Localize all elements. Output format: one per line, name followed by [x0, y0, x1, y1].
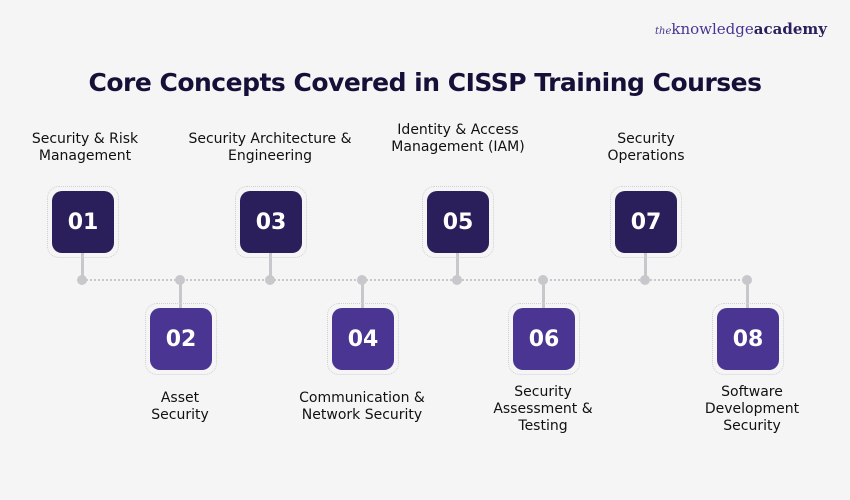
step-number-02: 02 — [150, 308, 212, 370]
timeline-dot — [452, 275, 462, 285]
timeline-dot — [265, 275, 275, 285]
step-label-02: Asset Security — [90, 390, 270, 424]
timeline-dot — [742, 275, 752, 285]
box-frame — [47, 186, 119, 258]
step-label-02-text: Asset Security — [151, 390, 209, 423]
connector — [542, 279, 545, 309]
step-number-01: 01 — [52, 191, 114, 253]
step-number-08: 08 — [717, 308, 779, 370]
page-title: Core Concepts Covered in CISSP Training … — [88, 68, 762, 97]
connector — [644, 253, 647, 279]
step-label-07: Security Operations — [607, 131, 685, 164]
connector — [456, 253, 459, 279]
box-frame — [610, 186, 682, 258]
timeline-dot — [175, 275, 185, 285]
logo-main: knowledge — [671, 20, 754, 38]
step-label-04: Communication & Network Security — [299, 390, 425, 423]
connector — [179, 279, 182, 309]
box-frame — [422, 186, 494, 258]
timeline-dot — [357, 275, 367, 285]
step-label-03: Security Architecture & Engineering — [188, 131, 352, 164]
step-label-08: Software Development Security — [704, 384, 800, 434]
connector — [81, 253, 84, 279]
timeline-dot — [640, 275, 650, 285]
box-frame — [327, 303, 399, 375]
step-number-04: 04 — [332, 308, 394, 370]
box-frame — [712, 303, 784, 375]
box-frame — [145, 303, 217, 375]
step-number-07: 07 — [615, 191, 677, 253]
step-label-01: Security & Risk Management — [31, 131, 139, 164]
brand-logo: theknowledgeacademy — [655, 20, 827, 38]
box-frame — [235, 186, 307, 258]
step-number-06: 06 — [513, 308, 575, 370]
connector — [361, 279, 364, 309]
connector — [746, 279, 749, 309]
step-label-06: Security Assessment & Testing — [493, 384, 593, 434]
step-number-03: 03 — [240, 191, 302, 253]
logo-prefix: the — [655, 26, 672, 37]
timeline-dot — [77, 275, 87, 285]
timeline-line — [82, 279, 748, 281]
logo-suffix: academy — [753, 20, 827, 38]
box-frame — [508, 303, 580, 375]
timeline-dot — [538, 275, 548, 285]
step-label-05: Identity & Access Management (IAM) — [391, 122, 525, 155]
connector — [269, 253, 272, 279]
step-number-05: 05 — [427, 191, 489, 253]
